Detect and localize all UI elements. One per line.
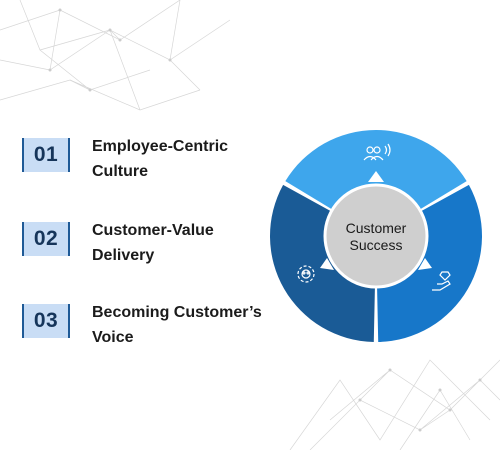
list-item-customer-value: 02 Customer-Value Delivery [22,218,292,278]
item-label-line1: Becoming Customer’s [92,304,262,321]
number-badge: 01 [22,138,70,172]
list-item-customer-voice: 03 Becoming Customer’s Voice [22,300,292,360]
center-label-line2: Success [350,237,403,253]
item-label: Becoming Customer’s Voice [92,300,292,350]
item-label-line1: Employee-Centric [92,138,229,155]
center-label-line1: Customer [346,220,407,236]
gear-people-icon [297,265,315,283]
item-label: Employee-Centric Culture [92,134,292,184]
customer-success-wheel: Customer Success [270,130,482,342]
item-label-line2: Voice [92,329,134,346]
item-label-line2: Culture [92,163,148,180]
list-item-employee-centric: 01 Employee-Centric Culture [22,134,292,194]
wheel-segment-top [285,130,467,212]
item-label: Customer-Value Delivery [92,218,292,268]
wheel-segment-right [377,184,482,342]
wheel-segment-left [270,184,375,342]
team-broadcast-icon [363,143,391,161]
arrow-top [368,171,384,182]
number-badge: 03 [22,304,70,338]
arrow-left [320,258,334,270]
item-label-line1: Customer-Value [92,222,214,239]
center-hub [323,183,429,289]
item-label-line2: Delivery [92,247,155,264]
hand-diamond-icon [432,271,451,291]
number-badge: 02 [22,222,70,256]
arrow-right [418,258,432,270]
